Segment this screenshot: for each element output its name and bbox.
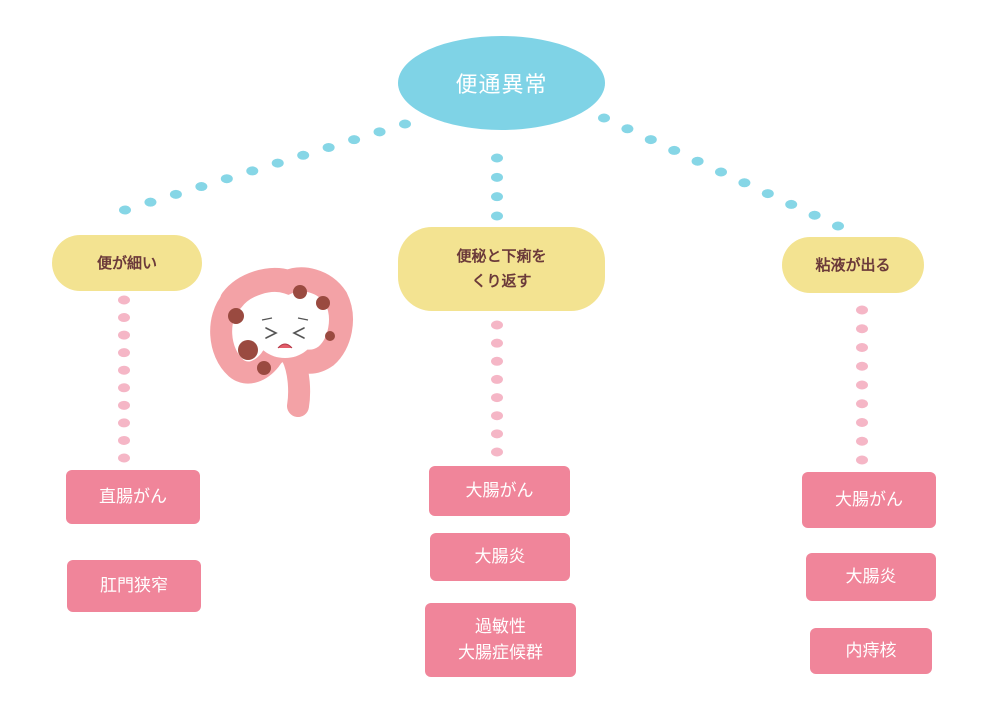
connector-dot (491, 320, 503, 330)
connector-dot (220, 174, 233, 184)
symptom-label: 粘液が出る (815, 255, 891, 274)
connector-dot (491, 172, 503, 182)
disease-label: 内痔核 (845, 640, 897, 661)
connector-dot (856, 418, 868, 427)
disease-colon-cancer: 大腸がん (802, 472, 936, 528)
symptom-thin-stool: 便が細い (52, 235, 202, 291)
disease-colon-cancer: 大腸がん (429, 466, 570, 516)
connector-dot (832, 221, 844, 231)
disease-colitis: 大腸炎 (430, 533, 570, 581)
connector-dot (491, 211, 503, 221)
disease-ibs: 過敏性 大腸症候群 (425, 603, 576, 677)
connector-dot (856, 436, 868, 446)
disease-label-line-1: 過敏性 (475, 616, 526, 637)
connector-dot (785, 199, 798, 209)
connector-dot (715, 167, 727, 177)
connector-dot (118, 365, 130, 375)
symptom-mucus: 粘液が出る (782, 237, 924, 293)
disease-label: 大腸炎 (845, 566, 897, 587)
disease-label: 直腸がん (99, 486, 167, 507)
connector-dot (856, 399, 868, 409)
connector-dot (118, 400, 130, 410)
disease-colitis: 大腸炎 (806, 553, 936, 601)
connector-dot (271, 158, 284, 168)
connector-dot (491, 192, 503, 202)
symptom-label: 便が細い (96, 253, 157, 272)
connector-dot (856, 380, 868, 390)
symptom-alternating: 便秘と下痢を くり返す (398, 227, 605, 311)
connector-dot (118, 435, 130, 445)
connector-dot (118, 383, 130, 393)
disease-connectors (118, 295, 868, 465)
root-label: 便通異常 (455, 73, 548, 98)
connector-dot (169, 189, 182, 199)
connector-dot (491, 429, 503, 439)
connector-dot (119, 205, 131, 215)
disease-label: 肛門狭窄 (100, 575, 168, 596)
connector-dot (118, 313, 130, 323)
connector-dot (118, 295, 130, 305)
connector-dot (856, 305, 868, 315)
connector-dot (621, 124, 634, 134)
connector-dot (856, 343, 868, 352)
disease-internal-hemorrhoids: 内痔核 (810, 628, 932, 674)
connector-dot (644, 135, 657, 145)
connector-dot (691, 156, 704, 166)
connector-dot (118, 348, 130, 358)
connector-dot (668, 145, 681, 155)
disease-label: 大腸がん (835, 489, 903, 510)
disease-label-line-2: 大腸症候群 (458, 643, 543, 663)
connector-dot (856, 324, 868, 334)
connector-dot (399, 119, 411, 129)
disease-rectal-cancer: 直腸がん (66, 470, 200, 524)
connector-dot (491, 153, 503, 163)
connector-dot (808, 210, 821, 220)
intestine-illustration (210, 267, 353, 417)
connector-dot (118, 453, 130, 463)
connector-dot (491, 374, 503, 384)
connector-dot (118, 418, 130, 428)
disease-label: 大腸炎 (474, 546, 526, 567)
connector-dot (348, 135, 361, 145)
connector-dot (322, 142, 335, 152)
root-connectors (119, 113, 844, 231)
connector-dot (491, 411, 503, 421)
connector-dot (491, 393, 503, 403)
connector-dot (144, 197, 157, 207)
connector-dot (856, 455, 868, 465)
disease-anal-stenosis: 肛門狭窄 (67, 560, 201, 612)
symptom-label-line-2: くり返す (471, 272, 532, 290)
disease-label: 大腸がん (465, 480, 534, 501)
connector-dot (195, 182, 208, 192)
connector-dot (118, 330, 130, 340)
connector-dot (491, 338, 503, 348)
connector-dot (761, 189, 774, 199)
connector-dot (738, 178, 751, 188)
symptom-label-line-1: 便秘と下痢を (456, 247, 547, 266)
connector-dot (491, 447, 503, 457)
connector-dot (598, 113, 610, 123)
root-node: 便通異常 (398, 36, 605, 130)
connector-dot (297, 150, 310, 160)
connector-dot (373, 127, 386, 137)
connector-dot (491, 356, 503, 366)
connector-dot (246, 166, 259, 176)
connector-dot (856, 361, 868, 371)
